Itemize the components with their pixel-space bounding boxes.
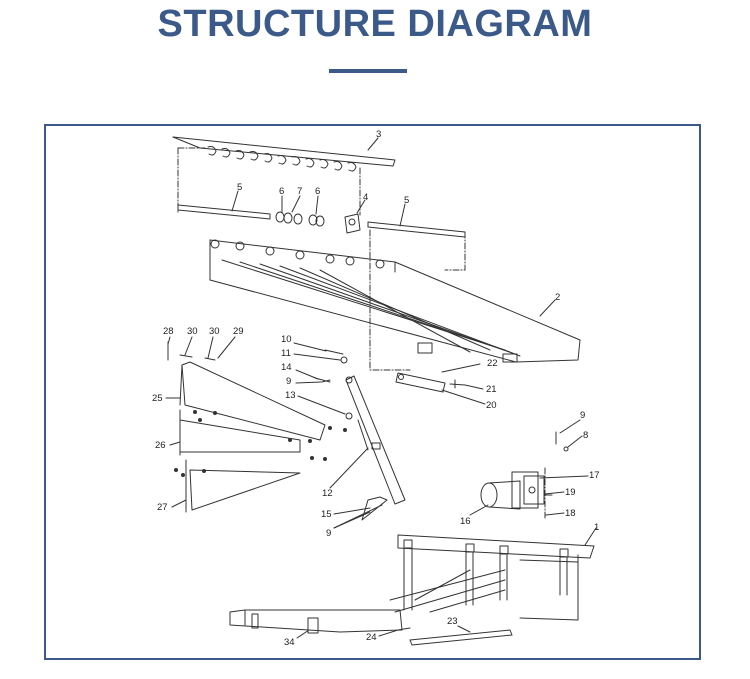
leader-4 <box>356 199 366 214</box>
callout-12: 12 <box>322 488 333 499</box>
base-frame-part-1 <box>389 534 595 621</box>
leader-20 <box>441 389 486 405</box>
callout-18: 18 <box>565 508 576 519</box>
leader-1 <box>584 527 597 546</box>
power-unit-part-16-17-19 <box>480 471 553 510</box>
callout-14: 14 <box>281 362 292 373</box>
leader-30a <box>184 336 193 356</box>
title-underline <box>329 69 407 73</box>
callout-13: 13 <box>285 390 296 401</box>
callout-20: 20 <box>486 400 497 411</box>
leader-17 <box>539 475 589 479</box>
leader-24 <box>378 629 399 637</box>
washers-part-6-7 <box>275 211 325 227</box>
callout-5-left: 5 <box>237 182 242 193</box>
callout-26: 26 <box>155 440 166 451</box>
callout-16: 16 <box>460 516 471 527</box>
callout-10: 10 <box>281 334 292 345</box>
leader-10 <box>293 342 327 352</box>
lip-plate-part-3 <box>172 136 396 172</box>
small-pins-part-28-30 <box>167 341 216 361</box>
leader-21 <box>464 384 484 390</box>
callout-30-b: 30 <box>209 326 220 337</box>
callout-15: 15 <box>321 509 332 520</box>
leader-34 <box>296 629 310 639</box>
leader-8 <box>567 435 583 448</box>
leader-7 <box>291 195 301 213</box>
leader-15 <box>333 507 371 515</box>
leader-23 <box>457 625 471 633</box>
callout-24: 24 <box>366 632 377 643</box>
callout-34: 34 <box>284 637 295 648</box>
leader-28 <box>167 336 171 345</box>
leader-9a <box>295 381 322 384</box>
callout-21: 21 <box>486 384 497 395</box>
callout-17: 17 <box>589 470 600 481</box>
callout-9-c: 9 <box>326 528 331 539</box>
leader-9c-b <box>333 504 383 529</box>
leader-11 <box>293 353 341 361</box>
pins-part-8-9 <box>555 431 569 452</box>
callout-28: 28 <box>163 326 174 337</box>
side-plate-part-26 <box>179 409 301 456</box>
hinge-pin-part-5-left <box>177 204 271 220</box>
callout-7: 7 <box>297 186 302 197</box>
lip-cylinder-part-20 <box>395 372 466 393</box>
pin-part-24 <box>397 627 411 631</box>
callout-19: 19 <box>565 487 576 498</box>
leader-14 <box>295 369 319 380</box>
callout-30-a: 30 <box>187 326 198 337</box>
deck-hinge-ears <box>210 239 385 269</box>
leader-6b <box>315 195 319 215</box>
leader-3 <box>367 137 379 151</box>
pins-part-10-11-14 <box>314 349 348 383</box>
leader-30b <box>207 336 214 359</box>
callout-3: 3 <box>376 129 381 140</box>
hinge-pin-part-5-right <box>367 221 466 238</box>
leader-26 <box>169 441 181 446</box>
bottom-support-part-34 <box>229 609 403 634</box>
callout-2: 2 <box>555 292 560 303</box>
side-plate-part-27 <box>185 459 301 513</box>
main-cylinder-part-12 <box>345 375 406 505</box>
callout-25: 25 <box>152 393 163 404</box>
page-title: STRUCTURE DIAGRAM <box>157 3 593 45</box>
hinge-block-part-4 <box>344 213 361 234</box>
side-plate-bolts <box>174 410 347 477</box>
leader-27 <box>171 499 187 508</box>
callout-6-b: 6 <box>315 186 320 197</box>
deck-plate-part-2 <box>209 239 581 363</box>
leader-2 <box>539 299 556 317</box>
callout-27: 27 <box>157 502 168 513</box>
leader-16 <box>469 504 489 516</box>
rod-part-23 <box>409 629 513 646</box>
callout-8: 8 <box>583 430 588 441</box>
callout-23: 23 <box>447 616 458 627</box>
leader-29 <box>217 336 236 359</box>
lip-hinge-knuckles <box>207 146 357 172</box>
leader-19 <box>544 491 565 495</box>
leader-9b <box>559 419 581 434</box>
callout-29: 29 <box>233 326 244 337</box>
leader-18 <box>545 512 565 516</box>
callout-22: 22 <box>487 358 498 369</box>
callout-4: 4 <box>363 192 368 203</box>
callout-1: 1 <box>594 522 599 533</box>
diagram-frame <box>44 124 701 660</box>
callout-5-right: 5 <box>404 195 409 206</box>
callout-11: 11 <box>281 348 291 359</box>
leader-22 <box>441 363 481 373</box>
leader-5-right <box>399 203 406 227</box>
leader-5-left <box>231 190 239 212</box>
callout-9-a: 9 <box>286 376 291 387</box>
callout-9-b: 9 <box>580 410 585 421</box>
leader-13 <box>297 395 346 415</box>
leader-12 <box>329 447 369 489</box>
callout-6-a: 6 <box>279 186 284 197</box>
side-plate-part-25 <box>179 361 326 441</box>
